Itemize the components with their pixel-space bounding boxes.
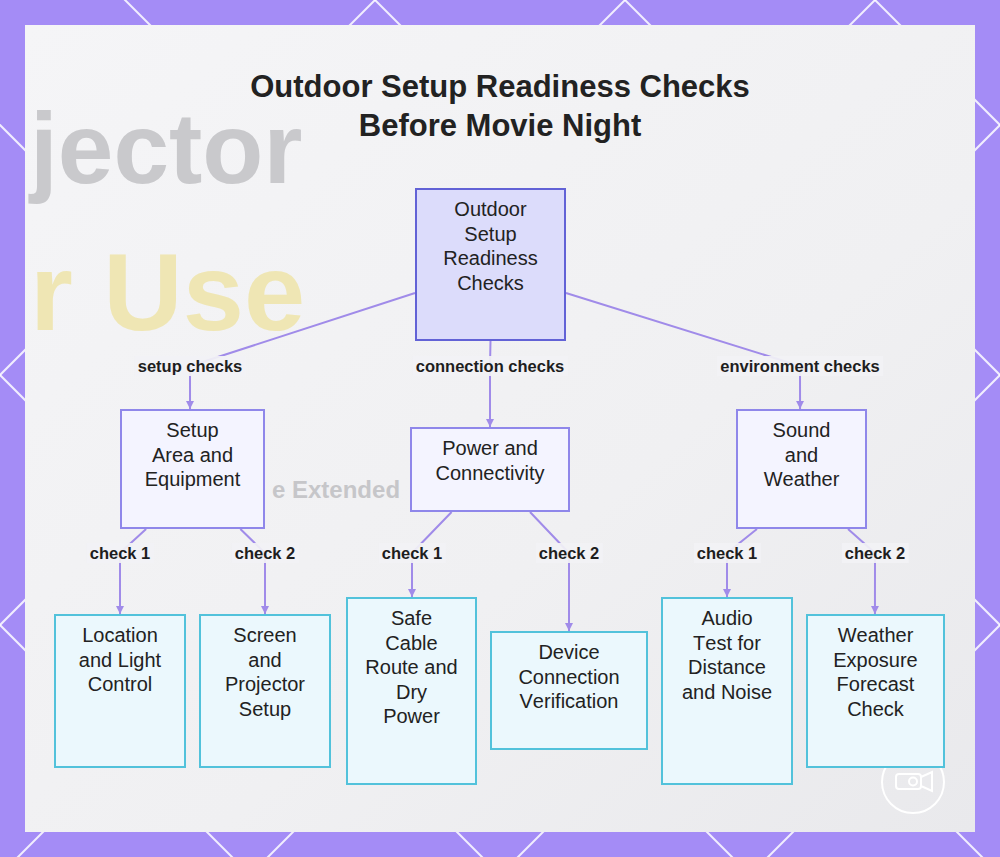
category-box: Setup Area and Equipment (120, 409, 265, 529)
connector-group (120, 293, 875, 631)
category-box: Sound and Weather (736, 409, 867, 529)
check-box: Safe Cable Route and Dry Power (346, 597, 477, 785)
edge-label: check 2 (232, 543, 299, 563)
pattern-line (0, 0, 975, 857)
check-box: Location and Light Control (54, 614, 186, 768)
root-box: Outdoor Setup Readiness Checks (415, 188, 566, 341)
projector-dial (909, 778, 917, 786)
projector-lens (921, 772, 932, 791)
connector-line (566, 293, 800, 409)
node-label: Weather Exposure Forecast Check (821, 623, 931, 721)
node-label: Power and Connectivity (425, 436, 555, 485)
content-panel (25, 25, 975, 832)
node-label: Device Connection Verification (504, 640, 634, 714)
connector-line (727, 529, 757, 597)
node-label: Outdoor Setup Readiness Checks (435, 197, 547, 295)
watermark-text: jector (30, 98, 302, 198)
check-box: Screen and Projector Setup (199, 614, 331, 768)
edge-label: check 2 (842, 543, 909, 563)
edge-label: check 1 (694, 543, 761, 563)
connector-line (120, 529, 146, 614)
projector-body (896, 774, 921, 789)
connector-line (489, 341, 492, 427)
connector-line (530, 512, 569, 631)
pattern-line (25, 0, 1000, 857)
check-box: Device Connection Verification (490, 631, 648, 750)
node-label: Audio Test for Distance and Noise (681, 606, 774, 704)
connector-line (190, 293, 415, 409)
edge-label: check 2 (536, 543, 603, 563)
edge-label: environment checks (717, 356, 883, 376)
edge-label: setup checks (135, 356, 246, 376)
check-box: Audio Test for Distance and Noise (661, 597, 793, 785)
edge-label: check 1 (87, 543, 154, 563)
check-box: Weather Exposure Forecast Check (806, 614, 945, 768)
watermark-text: r Use (30, 237, 305, 347)
node-label: Safe Cable Route and Dry Power (365, 606, 458, 729)
node-label: Screen and Projector Setup (220, 623, 310, 721)
edge-label: check 1 (379, 543, 446, 563)
connector-line (848, 529, 875, 614)
category-box: Power and Connectivity (410, 427, 570, 512)
node-label: Setup Area and Equipment (144, 418, 242, 492)
edge-label: connection checks (413, 356, 568, 376)
node-label: Sound and Weather (759, 418, 845, 492)
diagram-title: Outdoor Setup Readiness Checks Before Mo… (230, 67, 770, 145)
watermark-text: e Extended (272, 478, 400, 502)
node-label: Location and Light Control (70, 623, 170, 697)
connector-line (240, 529, 265, 614)
